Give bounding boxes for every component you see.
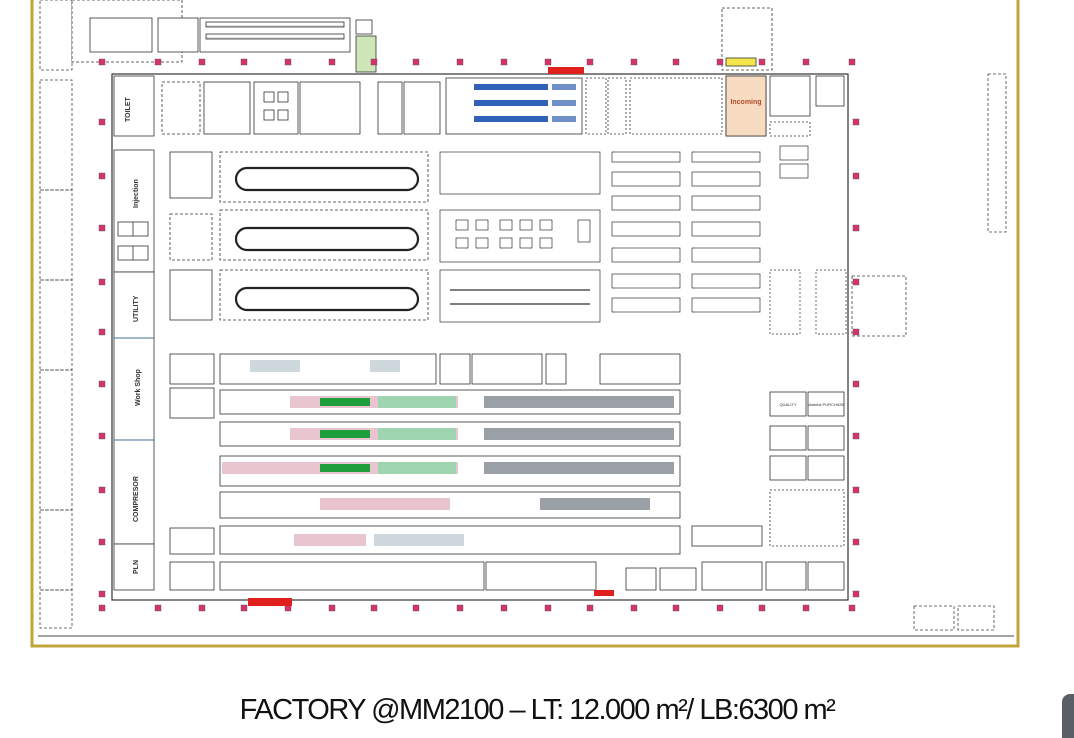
- pillar: [758, 58, 766, 66]
- corner-tab: [1062, 694, 1074, 738]
- door-bottom-left: [248, 598, 292, 606]
- pillar: [98, 224, 106, 232]
- pillar: [848, 604, 856, 612]
- pillar: [98, 118, 106, 126]
- pillar: [198, 604, 206, 612]
- factory-caption: FACTORY @MM2100 – LT: 12.000 m²/ LB:6300…: [239, 694, 836, 726]
- pillar: [852, 538, 860, 546]
- pillar: [240, 58, 248, 66]
- door-bottom-right: [594, 590, 614, 596]
- pillar: [852, 172, 860, 180]
- pillar: [586, 58, 594, 66]
- machine-strips: [222, 360, 674, 546]
- pillar: [852, 278, 860, 286]
- quality-purchase-block: [769, 391, 845, 547]
- incoming-area: [725, 75, 767, 137]
- pillar: [716, 604, 724, 612]
- loading-doors: [248, 67, 614, 606]
- assembly-middle: [439, 151, 601, 323]
- pillar: [98, 432, 106, 440]
- pillar: [370, 604, 378, 612]
- pillar: [852, 432, 860, 440]
- pillar: [412, 604, 420, 612]
- pillar: [412, 58, 420, 66]
- pillar: [586, 604, 594, 612]
- pillar: [758, 604, 766, 612]
- pillar: [98, 328, 106, 336]
- pillar: [802, 58, 810, 66]
- pillar: [240, 604, 248, 612]
- room-label-quality: QUALITY: [779, 402, 796, 407]
- pillar: [328, 58, 336, 66]
- pillar: [544, 58, 552, 66]
- pillar: [370, 58, 378, 66]
- pillar: [852, 328, 860, 336]
- pillar: [456, 58, 464, 66]
- room-label-pln: PLN: [133, 560, 140, 574]
- pillar: [630, 604, 638, 612]
- pillar: [98, 486, 106, 494]
- pillar: [98, 172, 106, 180]
- pillar: [154, 58, 162, 66]
- pillar: [630, 58, 638, 66]
- pillar: [154, 604, 162, 612]
- pillar: [98, 590, 106, 598]
- pillar: [852, 224, 860, 232]
- right-annex: [851, 73, 1007, 631]
- pillar: [98, 278, 106, 286]
- room-label-injection: Injection: [133, 179, 140, 208]
- pillar: [456, 604, 464, 612]
- door-top: [548, 67, 584, 74]
- room-label-workshop: Work Shop: [135, 369, 142, 406]
- pillar: [672, 58, 680, 66]
- pillar: [852, 486, 860, 494]
- pillar: [544, 604, 552, 612]
- green-box: [355, 35, 377, 73]
- room-label-material-purchase: Material PURCHASE: [807, 402, 845, 407]
- pillar: [852, 118, 860, 126]
- room-label-toilet: TOILET: [125, 97, 132, 122]
- pillar: [672, 604, 680, 612]
- left-room-column: [113, 75, 155, 591]
- top-annex: [71, 0, 773, 73]
- blue-machine-group: [474, 84, 576, 122]
- yellow-tag: [725, 57, 757, 67]
- main-building: [111, 73, 849, 601]
- pillar: [802, 604, 810, 612]
- pillar: [500, 604, 508, 612]
- pillar: [852, 380, 860, 388]
- injection-area: [169, 151, 429, 321]
- room-label-incoming: Incoming: [730, 99, 761, 106]
- factory-floor-plan: TOILET Injection UTILITY Work Shop COMPR…: [30, 0, 1020, 648]
- room-label-utility: UTILITY: [133, 295, 140, 322]
- pillar: [98, 58, 106, 66]
- column-pillars: [98, 58, 860, 612]
- pillar: [852, 590, 860, 598]
- room-label-compressor: COMPRESOR: [133, 476, 140, 522]
- pillar: [98, 604, 106, 612]
- pillar: [328, 604, 336, 612]
- pillar: [848, 58, 856, 66]
- pillar: [500, 58, 508, 66]
- pillar: [98, 380, 106, 388]
- pillar: [716, 58, 724, 66]
- pillar: [98, 538, 106, 546]
- rack-storage: [611, 145, 847, 335]
- pillar: [198, 58, 206, 66]
- pillar: [284, 58, 292, 66]
